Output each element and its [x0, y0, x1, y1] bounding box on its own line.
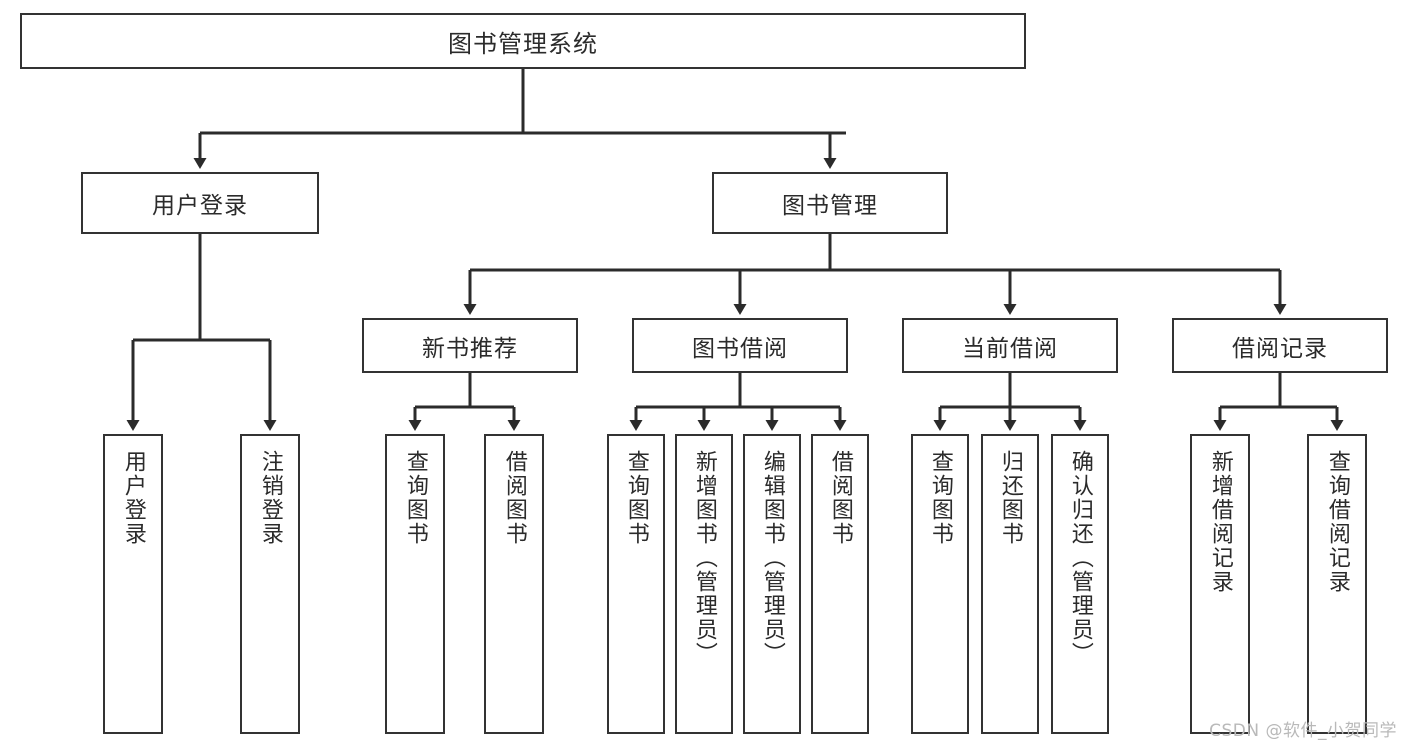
leaf-borrow-book[interactable]: 借阅图书: [811, 434, 869, 734]
watermark: CSDN @软件_小贺同学: [1209, 721, 1397, 741]
node-borrow-record[interactable]: 借阅记录: [1172, 318, 1388, 373]
leaf-borrow-book-recommend[interactable]: 借阅图书: [484, 434, 544, 734]
node-book-manage[interactable]: 图书管理: [712, 172, 948, 234]
tree-edges: [126, 69, 1344, 431]
leaf-user-login[interactable]: 用户登录: [103, 434, 163, 734]
leaf-confirm-return-admin[interactable]: 确认归还（管理员）: [1051, 434, 1109, 734]
node-book-borrow[interactable]: 图书借阅: [632, 318, 848, 373]
leaf-logout-login[interactable]: 注销登录: [240, 434, 300, 734]
node-user-login[interactable]: 用户登录: [81, 172, 319, 234]
leaf-return-book[interactable]: 归还图书: [981, 434, 1039, 734]
node-current-borrow[interactable]: 当前借阅: [902, 318, 1118, 373]
node-new-book-recommend[interactable]: 新书推荐: [362, 318, 578, 373]
leaf-add-borrow-record[interactable]: 新增借阅记录: [1190, 434, 1250, 734]
leaf-edit-book-admin[interactable]: 编辑图书（管理员）: [743, 434, 801, 734]
leaf-query-book-borrow[interactable]: 查询图书: [607, 434, 665, 734]
leaf-query-book-current[interactable]: 查询图书: [911, 434, 969, 734]
leaf-add-book-admin[interactable]: 新增图书（管理员）: [675, 434, 733, 734]
leaf-query-borrow-record[interactable]: 查询借阅记录: [1307, 434, 1367, 734]
leaf-query-book-recommend[interactable]: 查询图书: [385, 434, 445, 734]
node-root[interactable]: 图书管理系统: [20, 13, 1026, 69]
